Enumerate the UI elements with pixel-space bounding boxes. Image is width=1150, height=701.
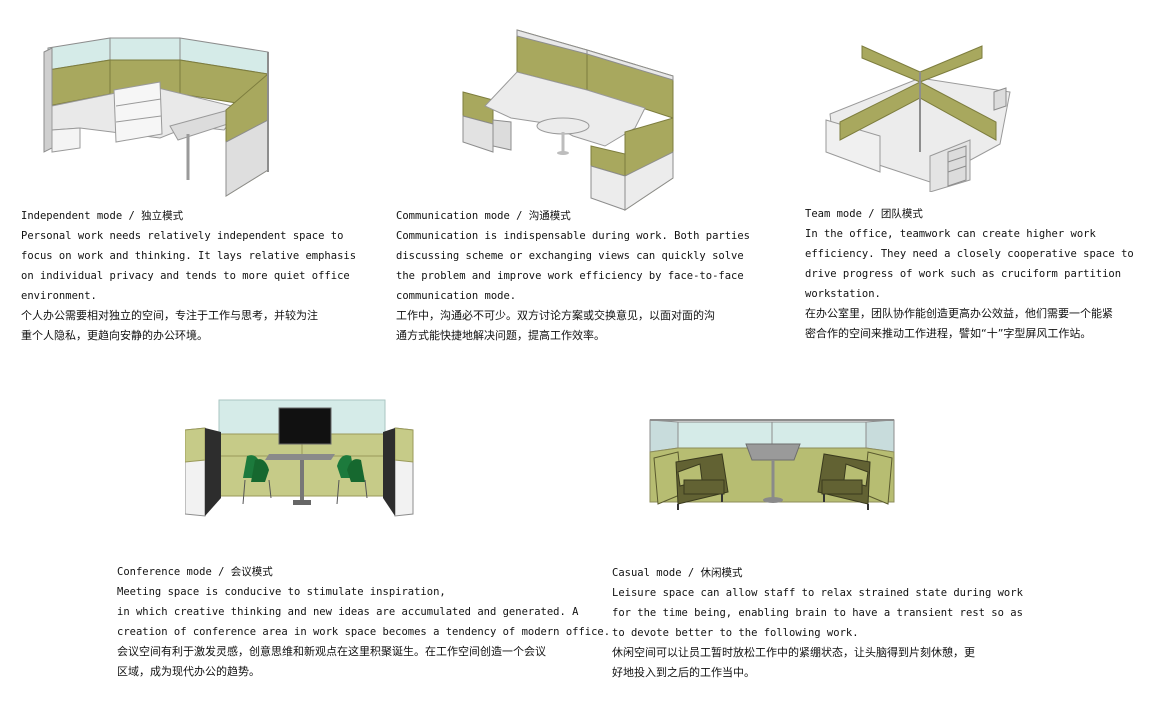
body-line-en: focus on work and thinking. It lays rela… [21, 250, 357, 262]
body-line-cn: 会议空间有利于激发灵感，创意思维和新观点在这里积聚诞生。在工作空间创造一个会议 [117, 645, 546, 658]
body-line-cn: 在办公室里，团队协作能创造更高办公效益，他们需要一个能紧 [805, 307, 1113, 320]
section-communication-mode: Communication mode / 沟通模式 Communication … [396, 206, 750, 346]
body-line-en: workstation. [805, 288, 881, 300]
section-title: Casual mode / 休闲模式 [612, 567, 743, 579]
section-independent-mode: Independent mode / 独立模式 Personal work ne… [21, 206, 356, 346]
section-team-mode: Team mode / 团队模式 In the office, teamwork… [805, 204, 1134, 344]
body-line-en: communication mode. [396, 290, 517, 302]
body-line-cn: 密合作的空间来推动工作进程，譬如“十”字型屏风工作站。 [805, 327, 1092, 340]
body-line-en: environment. [21, 290, 97, 302]
section-title: Independent mode / 独立模式 [21, 210, 184, 222]
body-line-en: efficiency. They need a closely cooperat… [805, 248, 1134, 260]
conference-area-illustration [185, 399, 414, 517]
body-line-en: discussing scheme or exchanging views ca… [396, 250, 744, 262]
independent-workstation-illustration [43, 37, 269, 197]
casual-lounge-illustration [649, 419, 895, 510]
body-line-cn: 重个人隐私，更趋向安静的办公环境。 [21, 329, 208, 342]
body-line-en: the problem and improve work efficiency … [396, 270, 744, 282]
body-line-en: on individual privacy and tends to more … [21, 270, 350, 282]
team-cruciform-workstation-illustration [825, 45, 1011, 192]
section-title: Team mode / 团队模式 [805, 208, 923, 220]
body-line-cn: 个人办公需要相对独立的空间，专注于工作与思考，并较为注 [21, 309, 318, 322]
body-line-en: Leisure space can allow staff to relax s… [612, 587, 1023, 599]
section-title: Communication mode / 沟通模式 [396, 210, 571, 222]
body-line-en: in which creative thinking and new ideas… [117, 606, 579, 618]
body-line-cn: 区域，成为现代办公的趋势。 [117, 665, 260, 678]
body-line-en: creation of conference area in work spac… [117, 626, 611, 638]
body-line-en: drive progress of work such as cruciform… [805, 268, 1122, 280]
section-title: Conference mode / 会议模式 [117, 566, 273, 578]
section-casual-mode: Casual mode / 休闲模式 Leisure space can all… [612, 563, 1023, 683]
section-conference-mode: Conference mode / 会议模式 Meeting space is … [117, 562, 610, 682]
body-line-en: Personal work needs relatively independe… [21, 230, 344, 242]
body-line-cn: 休闲空间可以让员工暂时放松工作中的紧绷状态，让头脑得到片刻休憩，更 [612, 646, 975, 659]
body-line-cn: 工作中，沟通必不可少。双方讨论方案或交换意见，以面对面的沟 [396, 309, 715, 322]
body-line-en: Communication is indispensable during wo… [396, 230, 751, 242]
communication-workstation-illustration [462, 29, 674, 211]
body-line-en: Meeting space is conducive to stimulate … [117, 586, 446, 598]
body-line-en: In the office, teamwork can create highe… [805, 228, 1096, 240]
body-line-en: to devote better to the following work. [612, 627, 859, 639]
body-line-en: for the time being, enabling brain to ha… [612, 607, 1023, 619]
body-line-cn: 通方式能快捷地解决问题，提高工作效率。 [396, 329, 605, 342]
body-line-cn: 好地投入到之后的工作当中。 [612, 666, 755, 679]
